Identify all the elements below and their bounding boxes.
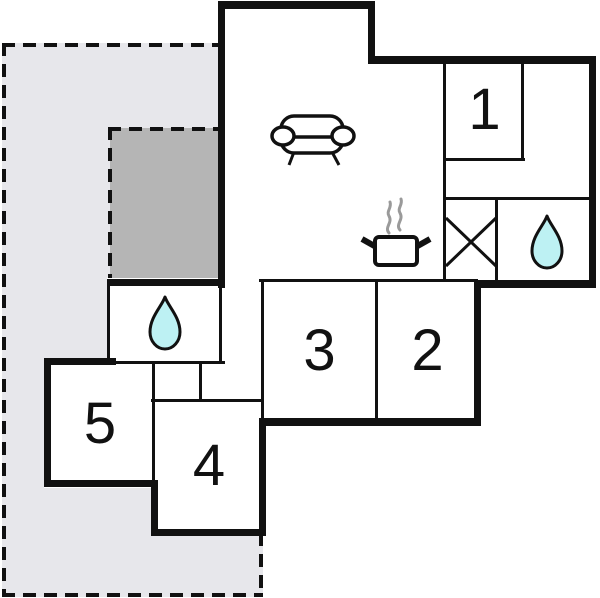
wall-segment: [218, 1, 375, 9]
room-2: 2: [378, 282, 477, 420]
wall-segment: [368, 56, 596, 64]
covered-terrace-boundary-left: [108, 127, 112, 283]
room-2-label: 2: [411, 318, 444, 383]
wall-segment: [259, 418, 266, 536]
floor-bathroom-left: [107, 278, 225, 364]
wall-segment: [474, 280, 596, 288]
partition-wall: [199, 361, 202, 401]
plot-boundary-top: [2, 43, 221, 47]
partition-wall: [261, 281, 264, 420]
room-1: 1: [446, 60, 523, 160]
partition-wall: [375, 281, 378, 420]
wall-segment: [151, 529, 266, 536]
partition-wall: [443, 197, 592, 200]
room-1-label: 1: [468, 77, 501, 142]
wall-segment: [107, 279, 225, 286]
floor-room-5: [44, 358, 158, 488]
floor-main: [218, 2, 596, 289]
plot-boundary-bottom: [2, 593, 263, 597]
partition-wall: [151, 399, 263, 402]
wall-segment: [368, 1, 375, 63]
room-4: 4: [155, 401, 263, 531]
room-3: 3: [264, 282, 375, 420]
partition-wall: [259, 279, 478, 282]
partition-wall: [443, 60, 446, 282]
covered-terrace-boundary-top: [108, 127, 221, 131]
floor-hall-lower: [151, 358, 265, 402]
partition-wall: [107, 281, 110, 363]
room-3-label: 3: [303, 318, 336, 383]
wall-segment: [259, 418, 481, 426]
wall-segment: [44, 358, 116, 365]
partition-wall: [443, 158, 525, 161]
partition-wall: [107, 361, 225, 364]
room-5-label: 5: [83, 390, 117, 456]
plot-boundary-right: [259, 533, 263, 597]
wall-segment: [44, 358, 51, 487]
room-5: 5: [47, 365, 153, 482]
partition-wall: [495, 197, 498, 283]
wall-segment: [589, 56, 596, 287]
partition-wall: [521, 60, 524, 161]
wall-segment: [151, 480, 158, 536]
wall-segment: [474, 280, 481, 426]
room-4-label: 4: [192, 433, 226, 498]
floor-room-4: [151, 394, 266, 536]
wall-segment: [218, 1, 225, 288]
terrace-area-lower: [221, 533, 263, 597]
covered-terrace-area: [110, 128, 221, 283]
partition-wall: [152, 361, 155, 483]
partition-wall: [219, 281, 222, 363]
plot-boundary-left: [2, 43, 6, 597]
floor-rooms-2-3: [259, 279, 481, 426]
wall-segment: [44, 480, 158, 487]
